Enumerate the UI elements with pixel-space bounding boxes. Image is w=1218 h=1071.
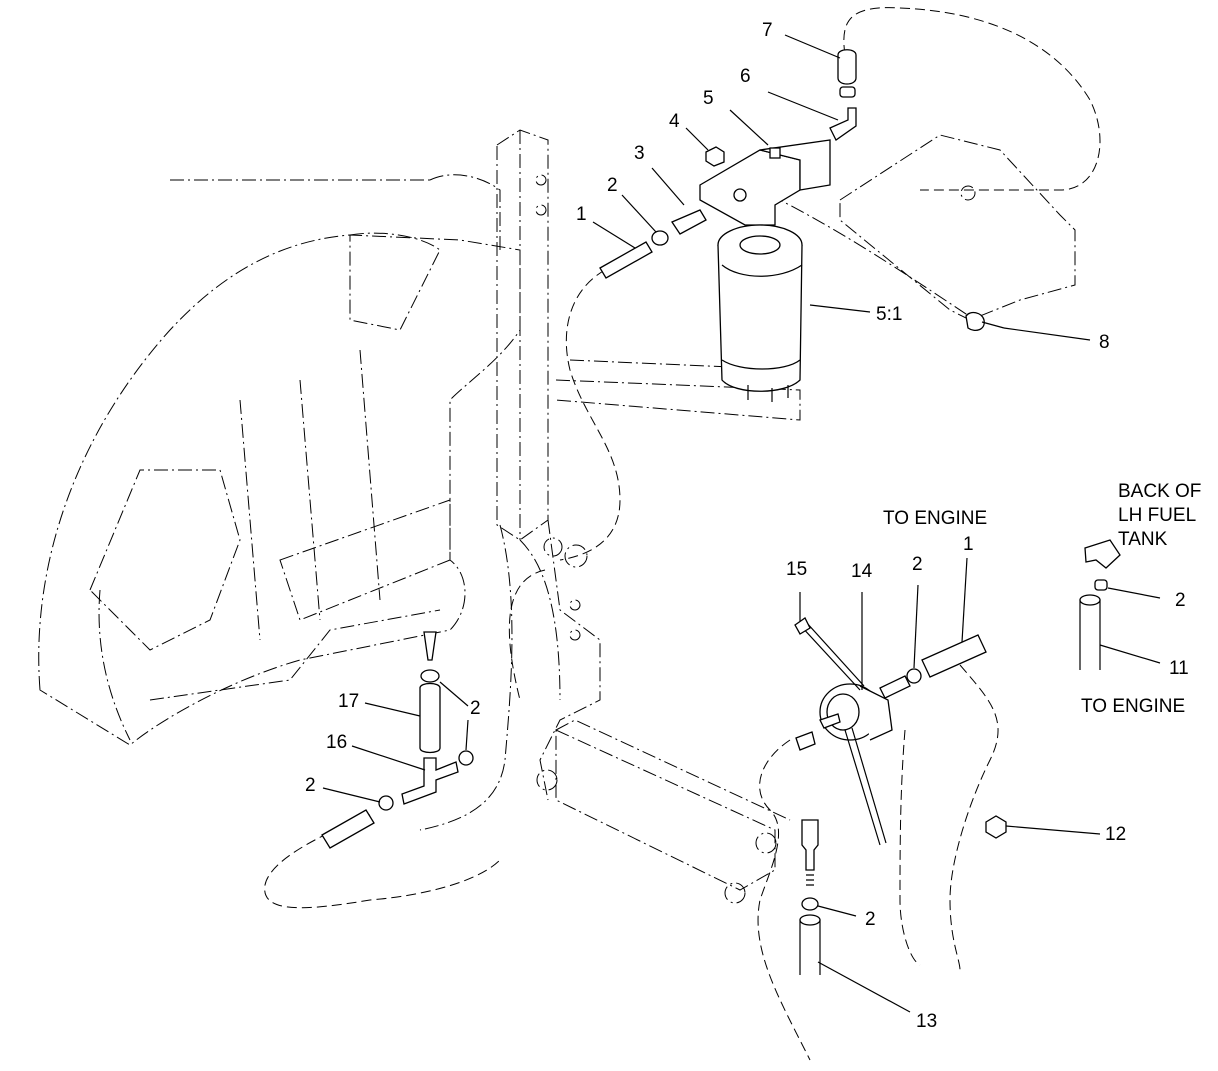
callout-2-bottom: 2 <box>865 909 876 930</box>
clamp-2-bottom <box>801 897 819 911</box>
callout-2: 2 <box>607 175 618 196</box>
callout-2-pump: 2 <box>912 554 923 575</box>
callout-12: 12 <box>1105 824 1126 845</box>
nut-12 <box>985 815 1007 839</box>
hose-17 <box>419 682 441 754</box>
clamp-6-and-fitting <box>829 86 857 141</box>
clamp-2-tee-right <box>458 750 474 766</box>
note-back-of-tank-line1: BACK OF <box>1118 481 1201 502</box>
callout-6: 6 <box>740 66 751 87</box>
note-back-of-tank-line3: TANK <box>1118 529 1168 550</box>
fitting-3 <box>671 209 707 235</box>
callout-16: 16 <box>326 732 347 753</box>
filter-head-bracket <box>699 139 831 226</box>
hose-lower-left <box>321 809 375 849</box>
notes: TO ENGINE BACK OF LH FUEL TANK TO ENGINE <box>883 481 1201 717</box>
hose-1-to-engine <box>921 634 987 678</box>
hose-7 <box>837 49 857 85</box>
callout-14: 14 <box>851 561 873 582</box>
tank-outlet-fitting <box>420 631 440 683</box>
cross-member-outline <box>536 359 801 904</box>
fuel-filter <box>717 224 803 402</box>
callout-7: 7 <box>762 20 773 41</box>
hose-1-upper <box>599 241 653 279</box>
leader-lines <box>322 34 1161 1013</box>
callout-2-left-lower: 2 <box>305 775 316 796</box>
hose-13 <box>799 914 821 975</box>
tee-fitting-16 <box>401 757 459 805</box>
fuel-tank-outline <box>38 174 521 746</box>
nut-4 <box>705 146 725 167</box>
bottom-fitting <box>801 819 819 886</box>
callout-3: 3 <box>634 143 645 164</box>
tank-elbow-fitting <box>1084 539 1121 591</box>
callout-13: 13 <box>916 1011 937 1032</box>
bolt-8 <box>965 311 1005 331</box>
callout-1: 1 <box>576 204 587 225</box>
callout-2-tank: 2 <box>1175 590 1186 611</box>
vertical-frame-post <box>419 129 601 831</box>
callout-5-1: 5:1 <box>876 304 902 325</box>
note-to-engine-top: TO ENGINE <box>883 508 987 529</box>
mount-plate-outline <box>769 134 1076 321</box>
hose-stub-pump-inlet <box>795 731 816 751</box>
callout-15: 15 <box>786 559 807 580</box>
fuel-pump-14 <box>819 683 893 846</box>
note-back-of-tank-line2: LH FUEL <box>1118 505 1196 526</box>
hose-11 <box>1079 594 1101 670</box>
clamp-2-upper <box>651 230 669 246</box>
callout-17: 17 <box>338 691 359 712</box>
callout-11: 11 <box>1169 658 1189 679</box>
note-to-engine-right: TO ENGINE <box>1081 696 1185 717</box>
fuel-hose-routing <box>264 7 1101 1061</box>
clamp-2-pump <box>879 668 922 699</box>
callout-1-engine: 1 <box>963 534 974 555</box>
callout-labels: 1 2 3 4 5 6 7 5:1 8 15 14 2 1 2 11 17 2 … <box>305 20 1189 1032</box>
callout-2-left-upper: 2 <box>470 698 481 719</box>
bolt-15 <box>794 617 865 691</box>
clamp-2-tee-left <box>378 795 394 811</box>
callout-4: 4 <box>669 111 680 132</box>
callout-8: 8 <box>1099 332 1110 353</box>
callout-5: 5 <box>703 88 714 109</box>
